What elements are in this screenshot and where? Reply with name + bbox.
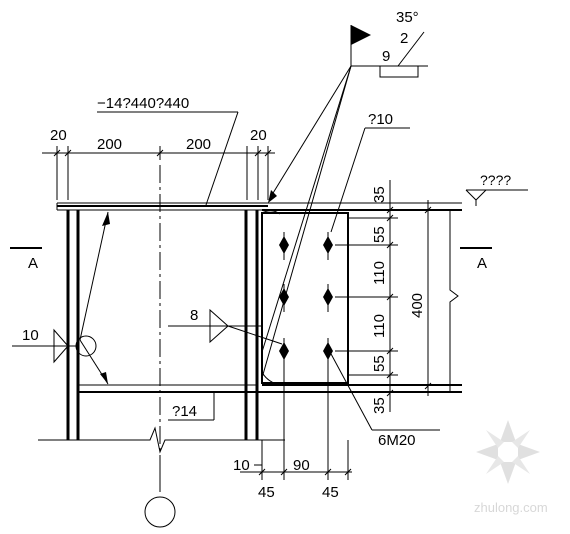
stiffener-callout: ?10 (330, 111, 410, 233)
dim-45-right: 45 (322, 484, 339, 501)
bolt-icon (323, 284, 333, 312)
bolt-icon (323, 232, 333, 260)
dim-200-left: 200 (97, 136, 122, 153)
dim-20-right: 20 (250, 127, 267, 144)
weld-left: 10 (12, 211, 110, 385)
cap-plate (56, 202, 462, 211)
beam (78, 209, 462, 393)
bolts-label: 6M20 (378, 432, 416, 449)
weld-symbol-top: 35° 2 9 (261, 9, 428, 379)
dim-400: 400 (409, 293, 426, 318)
dim-20-left: 20 (50, 127, 67, 144)
dim-55-bottom: 55 (371, 355, 388, 372)
dim-bottom-chain: 10 90 45 45 (233, 440, 352, 501)
weld-8-label: 8 (190, 307, 198, 324)
column (38, 165, 285, 528)
section-markers: A A (10, 247, 492, 272)
bolt-icon (323, 338, 333, 366)
plate-spec-label: −14?440?440 (97, 95, 189, 112)
weld-angle-label: 35° (396, 9, 419, 26)
section-label-right: A (477, 255, 487, 272)
dim-top-chain: 20 200 200 20 (42, 127, 275, 200)
dim-45-left: 45 (258, 484, 275, 501)
dim-10-bottom: 10 (233, 457, 250, 474)
bolt-icon (279, 338, 289, 366)
plate-spec: −14?440?440 (97, 95, 239, 206)
watermark: zhulong.com (474, 420, 548, 515)
stiffener-plate (261, 210, 349, 385)
rib-callout: ?14 (168, 392, 215, 421)
watermark-text: zhulong.com (474, 500, 548, 515)
weld-center: 8 (168, 307, 283, 345)
dim-200-right: 200 (186, 136, 211, 153)
bolt-icon (279, 284, 289, 312)
dim-110-b: 110 (371, 314, 388, 338)
weld-10-label: 10 (22, 327, 39, 344)
weld-flag-icon (351, 25, 371, 45)
bolts-callout: 6M20 (329, 351, 440, 449)
stiffener-label: ?10 (368, 111, 393, 128)
axis-bubble (144, 496, 176, 528)
bolt-icon (279, 232, 289, 260)
rib-14-label: ?14 (172, 403, 197, 420)
dim-90: 90 (293, 457, 310, 474)
elevation-label: ???? (480, 172, 511, 188)
elevation-marker: ???? (465, 172, 528, 206)
dim-35-bottom: 35 (371, 397, 388, 414)
dim-35-top: 35 (371, 186, 388, 203)
bolt-group (279, 232, 333, 480)
section-label-left: A (28, 255, 38, 272)
dim-right-chain: 35 55 110 110 55 35 400 (335, 180, 432, 414)
weld-gap-label: 2 (400, 30, 408, 47)
dim-110-a: 110 (371, 261, 388, 285)
weld-size-label: 9 (382, 48, 390, 65)
watermark-logo-icon (476, 420, 540, 484)
dim-55-top: 55 (371, 226, 388, 243)
